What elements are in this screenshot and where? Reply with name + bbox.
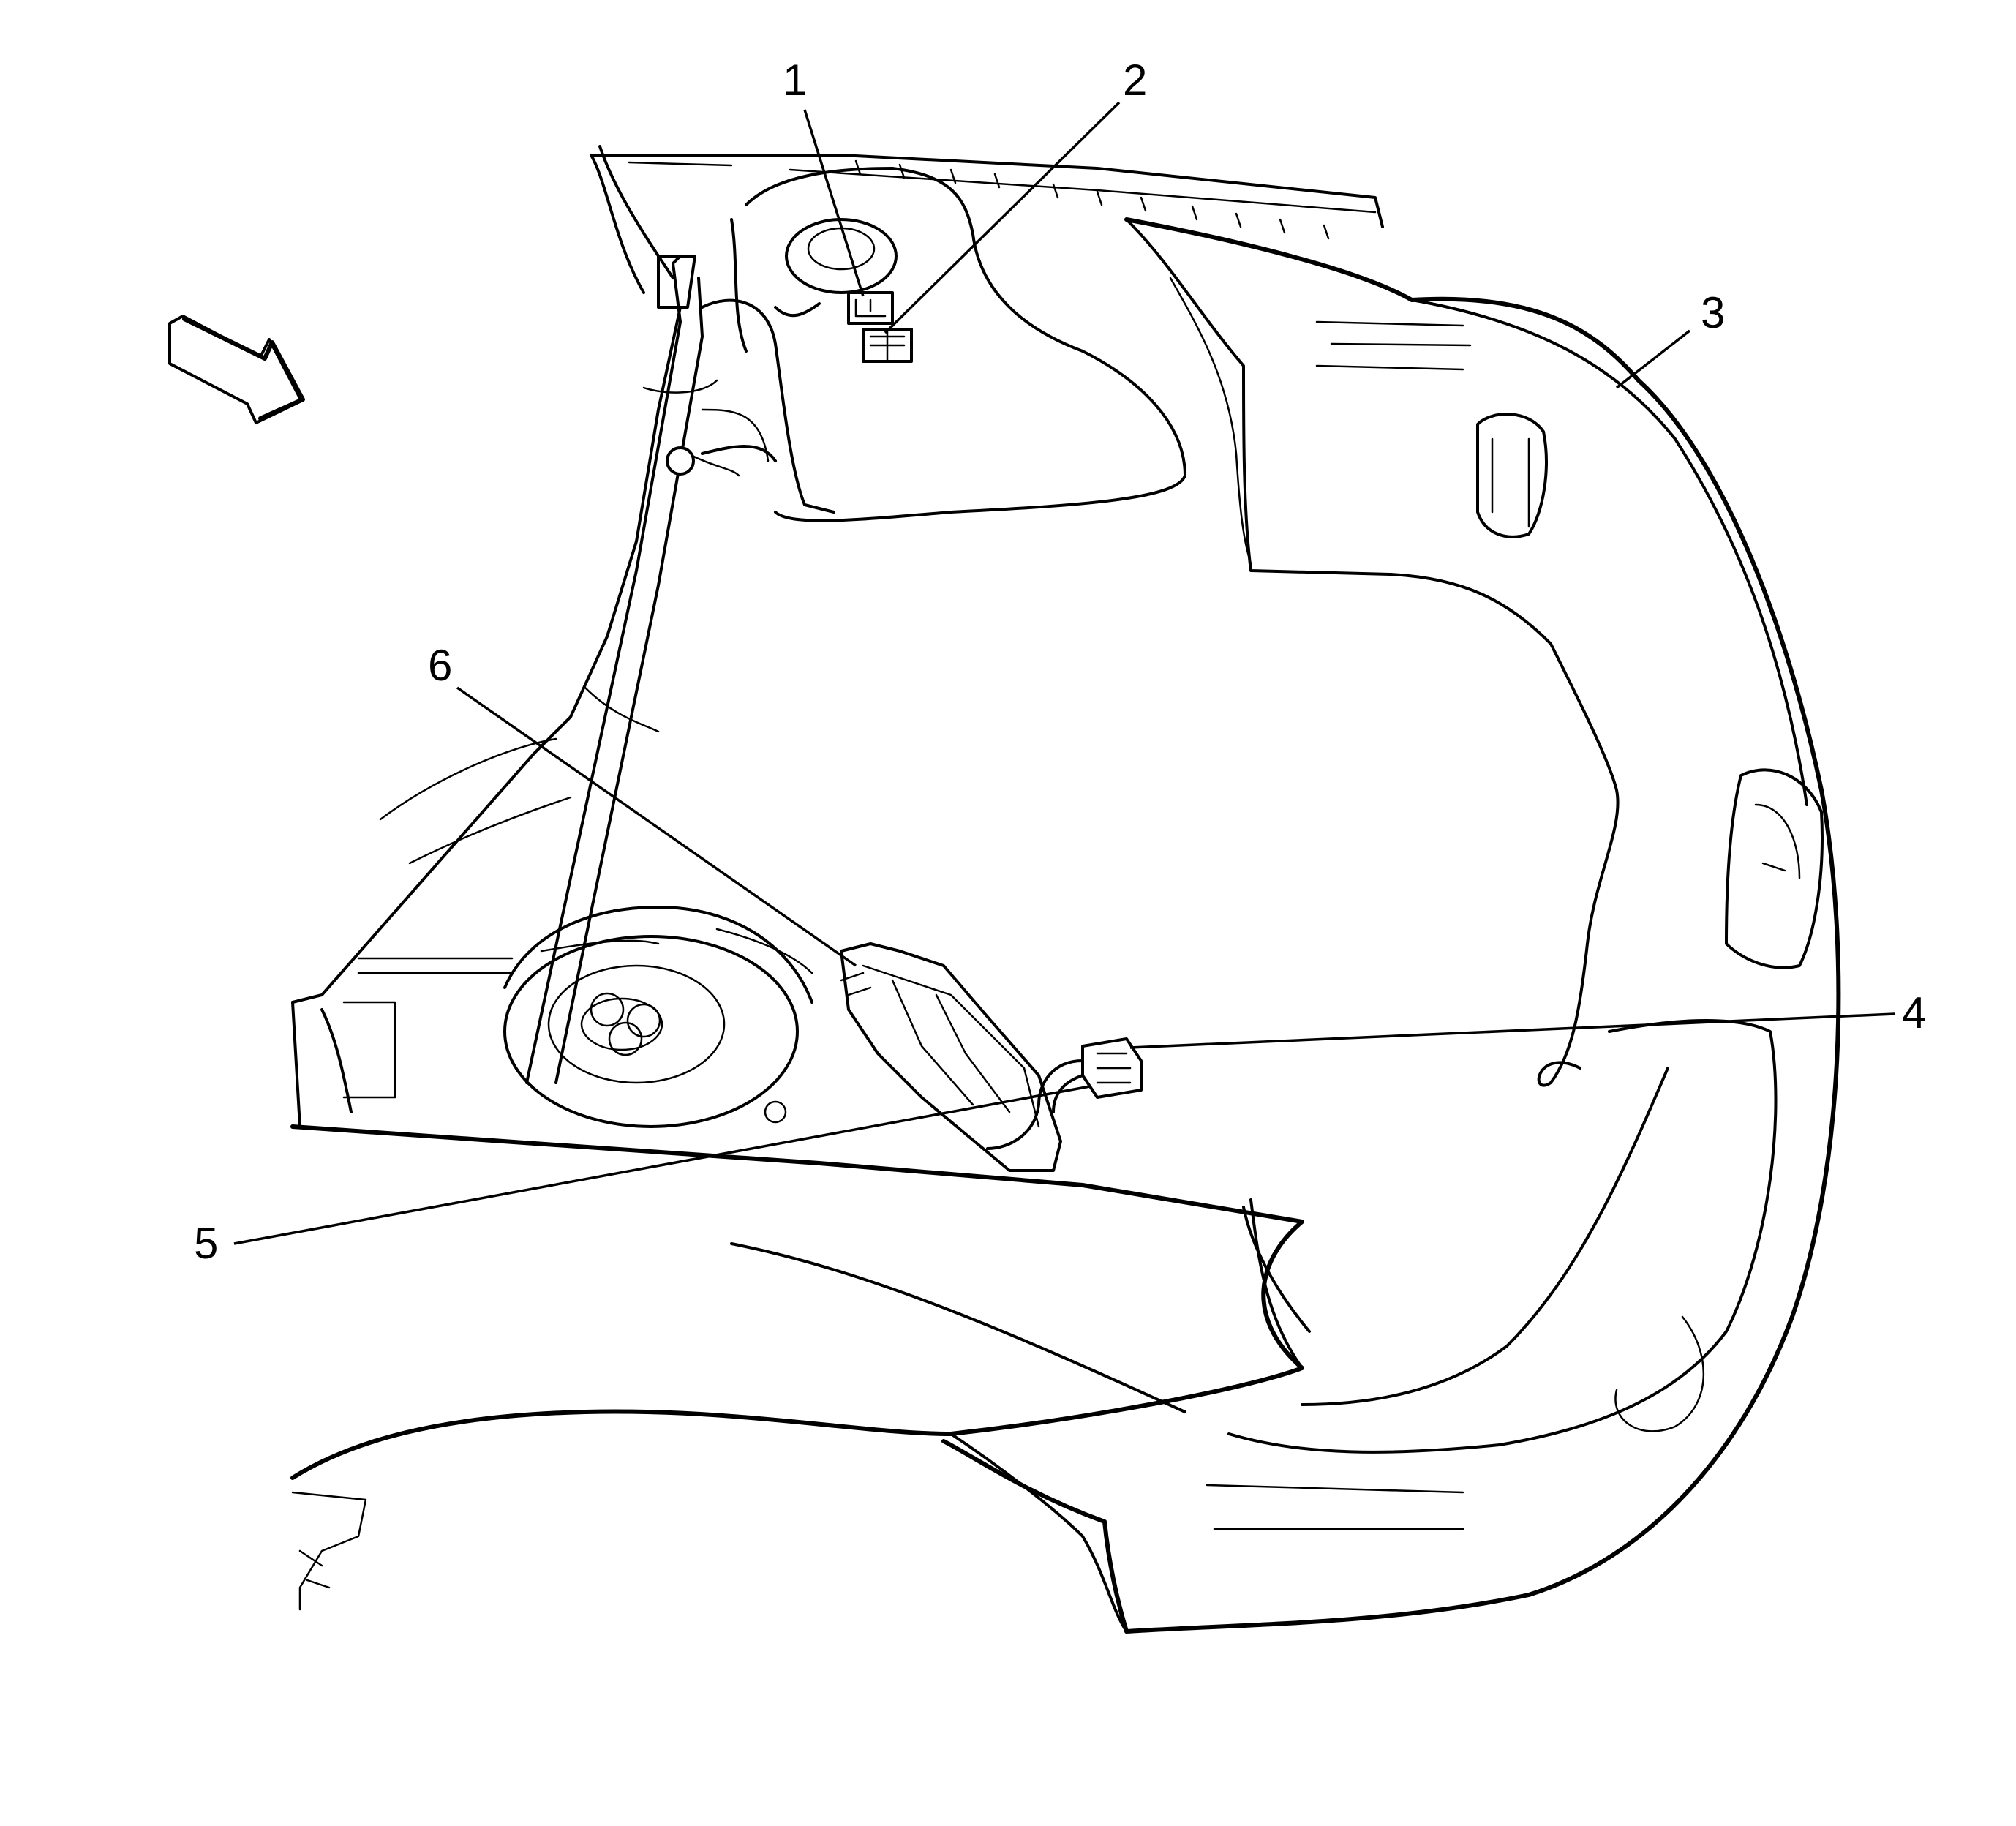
callout-2: 2 (1123, 56, 1147, 105)
callout-6: 6 (428, 641, 452, 690)
leader-5 (233, 1085, 1091, 1245)
leader-1 (803, 109, 865, 297)
callout-3: 3 (1701, 288, 1725, 337)
connector-2 (862, 328, 913, 363)
quarter-panel (290, 1124, 1304, 1633)
callout-4: 4 (1902, 988, 1926, 1037)
leader-lines (233, 101, 1895, 1245)
callout-5: 5 (194, 1219, 218, 1268)
leader-6 (456, 686, 857, 967)
connector-1 (847, 291, 894, 325)
trunk-floor-area (291, 145, 1186, 1128)
leader-4 (1129, 1012, 1895, 1049)
lamp-module (840, 942, 1062, 1172)
callout-1: 1 (783, 56, 807, 105)
bumper-fascia (941, 217, 1841, 1634)
callout-labels: 1 2 3 4 5 6 (194, 56, 1926, 1268)
direction-arrow-icon (168, 315, 305, 424)
leader-2 (884, 101, 1121, 334)
leader-3 (1615, 329, 1691, 389)
connector-4-5 (986, 1037, 1143, 1150)
upper-body-panel (590, 154, 1384, 294)
